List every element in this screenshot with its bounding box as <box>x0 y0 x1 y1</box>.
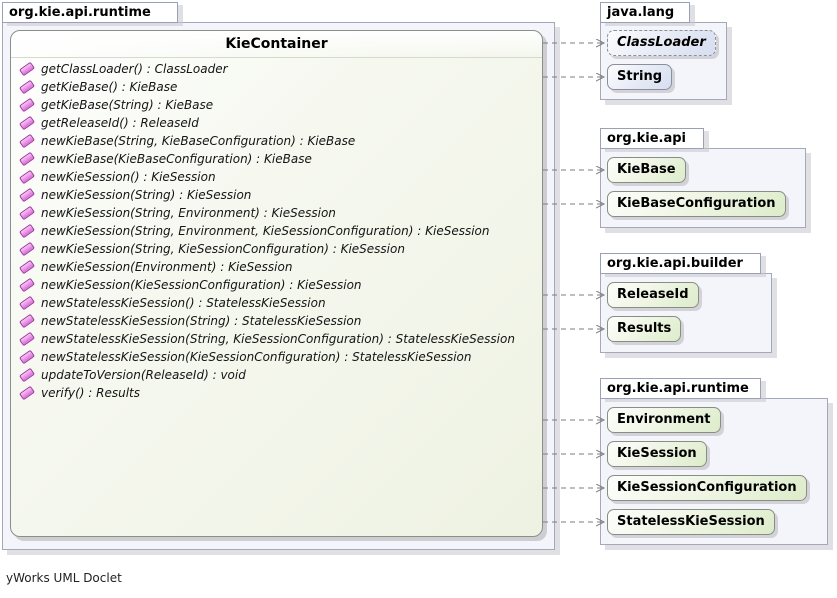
method-row-newkiebase[interactable]: newKieBase(KieBaseConfiguration) : KieBa… <box>11 150 542 168</box>
method-signature: newKieSession(KieSessionConfiguration) :… <box>41 278 362 292</box>
package-tab-org-kie-api-runtime[interactable]: org.kie.api.runtime <box>2 2 178 23</box>
class-node-string[interactable]: String <box>607 64 672 90</box>
method-signature: newKieSession(String, KieSessionConfigur… <box>41 242 405 256</box>
method-row-newkiesession[interactable]: newKieSession(String, Environment, KieSe… <box>11 222 542 240</box>
package-tab-org-kie-api[interactable]: org.kie.api <box>600 128 704 149</box>
method-icon <box>19 296 35 311</box>
method-icon <box>19 368 35 383</box>
method-row-newkiesession[interactable]: newKieSession(String) : KieSession <box>11 186 542 204</box>
method-icon <box>19 170 35 185</box>
method-signature: newKieSession(String) : KieSession <box>41 188 251 202</box>
method-row-newstatelesskiesession[interactable]: newStatelessKieSession(String, KieSessio… <box>11 330 542 348</box>
class-box-kiecontainer[interactable]: KieContainer getClassLoader() : ClassLoa… <box>10 30 543 537</box>
package-tab-org-kie-api-runtime[interactable]: org.kie.api.runtime <box>600 378 761 399</box>
method-icon <box>19 62 35 77</box>
class-node-kiebase[interactable]: KieBase <box>607 157 686 183</box>
method-row-newstatelesskiesession[interactable]: newStatelessKieSession() : StatelessKieS… <box>11 294 542 312</box>
method-signature: getKieBase() : KieBase <box>41 80 177 94</box>
class-title-kiecontainer: KieContainer <box>11 31 542 58</box>
method-row-newkiesession[interactable]: newKieSession(String, Environment) : Kie… <box>11 204 542 222</box>
method-row-getclassloader[interactable]: getClassLoader() : ClassLoader <box>11 60 542 78</box>
method-icon <box>19 188 35 203</box>
method-icon <box>19 386 35 401</box>
method-signature: newKieSession(String, Environment) : Kie… <box>41 206 336 220</box>
class-node-environment[interactable]: Environment <box>607 407 721 433</box>
method-icon <box>19 116 35 131</box>
method-icon <box>19 278 35 293</box>
footer-label: yWorks UML Doclet <box>6 571 122 585</box>
method-icon <box>19 332 35 347</box>
method-icon <box>19 350 35 365</box>
method-row-newstatelesskiesession[interactable]: newStatelessKieSession(KieSessionConfigu… <box>11 348 542 366</box>
method-row-newkiesession[interactable]: newKieSession(Environment) : KieSession <box>11 258 542 276</box>
method-signature: newKieSession() : KieSession <box>41 170 216 184</box>
method-signature: newKieBase(String, KieBaseConfiguration)… <box>41 134 355 148</box>
method-icon <box>19 206 35 221</box>
method-icon <box>19 224 35 239</box>
method-row-newkiesession[interactable]: newKieSession(String, KieSessionConfigur… <box>11 240 542 258</box>
method-signature: verify() : Results <box>41 386 140 400</box>
method-row-newkiesession[interactable]: newKieSession() : KieSession <box>11 168 542 186</box>
method-signature: newKieSession(String, Environment, KieSe… <box>41 224 489 238</box>
class-node-results[interactable]: Results <box>607 316 681 342</box>
method-row-newkiesession[interactable]: newKieSession(KieSessionConfiguration) :… <box>11 276 542 294</box>
package-tab-java-lang[interactable]: java.lang <box>600 2 690 23</box>
method-icon <box>19 134 35 149</box>
class-node-kiebaseconfiguration[interactable]: KieBaseConfiguration <box>607 191 786 217</box>
method-row-newstatelesskiesession[interactable]: newStatelessKieSession(String) : Statele… <box>11 312 542 330</box>
method-row-getreleaseid[interactable]: getReleaseId() : ReleaseId <box>11 114 542 132</box>
method-signature: newStatelessKieSession() : StatelessKieS… <box>41 296 326 310</box>
method-signature: getReleaseId() : ReleaseId <box>41 116 199 130</box>
method-row-getkiebase[interactable]: getKieBase(String) : KieBase <box>11 96 542 114</box>
method-signature: updateToVersion(ReleaseId) : void <box>41 368 246 382</box>
method-icon <box>19 242 35 257</box>
method-row-verify[interactable]: verify() : Results <box>11 384 542 402</box>
class-node-kiesessionconfiguration[interactable]: KieSessionConfiguration <box>607 475 807 501</box>
class-node-kiesession[interactable]: KieSession <box>607 441 707 467</box>
method-icon <box>19 98 35 113</box>
method-signature: newStatelessKieSession(String) : Statele… <box>41 314 361 328</box>
method-icon <box>19 152 35 167</box>
method-icon <box>19 314 35 329</box>
method-row-newkiebase[interactable]: newKieBase(String, KieBaseConfiguration)… <box>11 132 542 150</box>
method-signature: newKieSession(Environment) : KieSession <box>41 260 292 274</box>
method-signature: getKieBase(String) : KieBase <box>41 98 213 112</box>
class-node-releaseid[interactable]: ReleaseId <box>607 282 699 308</box>
method-icon <box>19 260 35 275</box>
class-node-statelesskiesession[interactable]: StatelessKieSession <box>607 509 775 535</box>
method-signature: newStatelessKieSession(KieSessionConfigu… <box>41 350 472 364</box>
method-signature: newStatelessKieSession(String, KieSessio… <box>41 332 515 346</box>
method-icon <box>19 80 35 95</box>
method-row-updatetoversion[interactable]: updateToVersion(ReleaseId) : void <box>11 366 542 384</box>
package-tab-org-kie-api-builder[interactable]: org.kie.api.builder <box>600 253 761 274</box>
class-node-classloader[interactable]: ClassLoader <box>607 30 716 56</box>
method-list: getClassLoader() : ClassLoader getKieBase… <box>11 58 542 402</box>
method-row-getkiebase[interactable]: getKieBase() : KieBase <box>11 78 542 96</box>
method-signature: newKieBase(KieBaseConfiguration) : KieBa… <box>41 152 312 166</box>
method-signature: getClassLoader() : ClassLoader <box>41 62 228 76</box>
